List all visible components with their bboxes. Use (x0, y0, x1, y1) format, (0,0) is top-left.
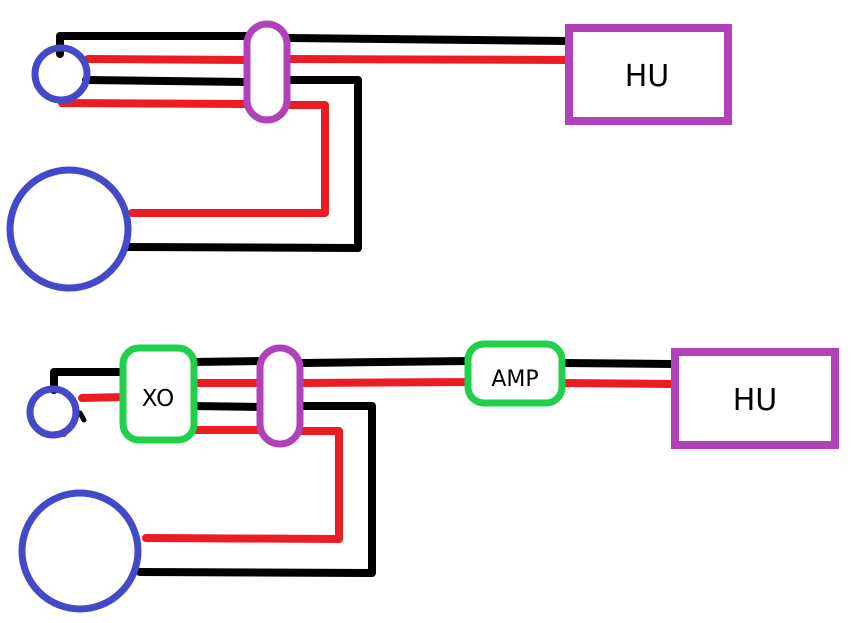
top-tweeter-pos-return-wire (58, 99, 250, 108)
top-woofer-pos-wire (128, 101, 329, 217)
top-hu-pos-wire (286, 55, 570, 64)
bottom-amp-neg-in-wire (298, 357, 474, 367)
bottom-amp-pos-in-wire (298, 378, 474, 387)
bottom-xo-neg-return-wire (188, 402, 266, 411)
bottom-xo-neg-out-wire (188, 357, 266, 366)
bottom-woofer-neg-wire (136, 402, 376, 577)
top-tweeter-speaker (31, 44, 91, 104)
bottom-amplifier-box (464, 340, 566, 407)
bottom-tweeter-pos-wire (78, 393, 128, 402)
top-wiring: HU (6, 20, 732, 292)
bottom-amplifier-label: AMP (491, 367, 538, 392)
bottom-tweeter-neg-wire (50, 368, 128, 394)
bottom-tweeter-tick (77, 410, 87, 423)
bottom-head-unit-box (671, 348, 839, 449)
bottom-wiring: XO AMP HU (18, 340, 839, 613)
bottom-amp-pos-out-wire (558, 379, 676, 388)
bottom-head-unit-label: HU (733, 383, 778, 418)
top-hu-neg-wire (286, 34, 570, 45)
top-woofer-speaker (6, 166, 132, 292)
bottom-crossover-label: XO (142, 386, 174, 412)
bottom-amp-neg-out-wire (558, 359, 676, 368)
bottom-woofer-pos-wire (142, 427, 343, 543)
top-tweeter-neg-wire (56, 32, 250, 58)
top-tweeter-neg-return-wire (82, 76, 250, 86)
bottom-tweeter-speaker (26, 385, 80, 439)
top-connector (243, 20, 291, 124)
bottom-connector (256, 344, 304, 448)
top-woofer-neg-wire (122, 76, 362, 252)
top-head-unit-box (565, 24, 732, 125)
top-tweeter-pos-wire (84, 55, 250, 64)
top-head-unit-label: HU (625, 59, 670, 94)
bottom-woofer-speaker (18, 489, 142, 613)
bottom-crossover-box (119, 344, 198, 444)
